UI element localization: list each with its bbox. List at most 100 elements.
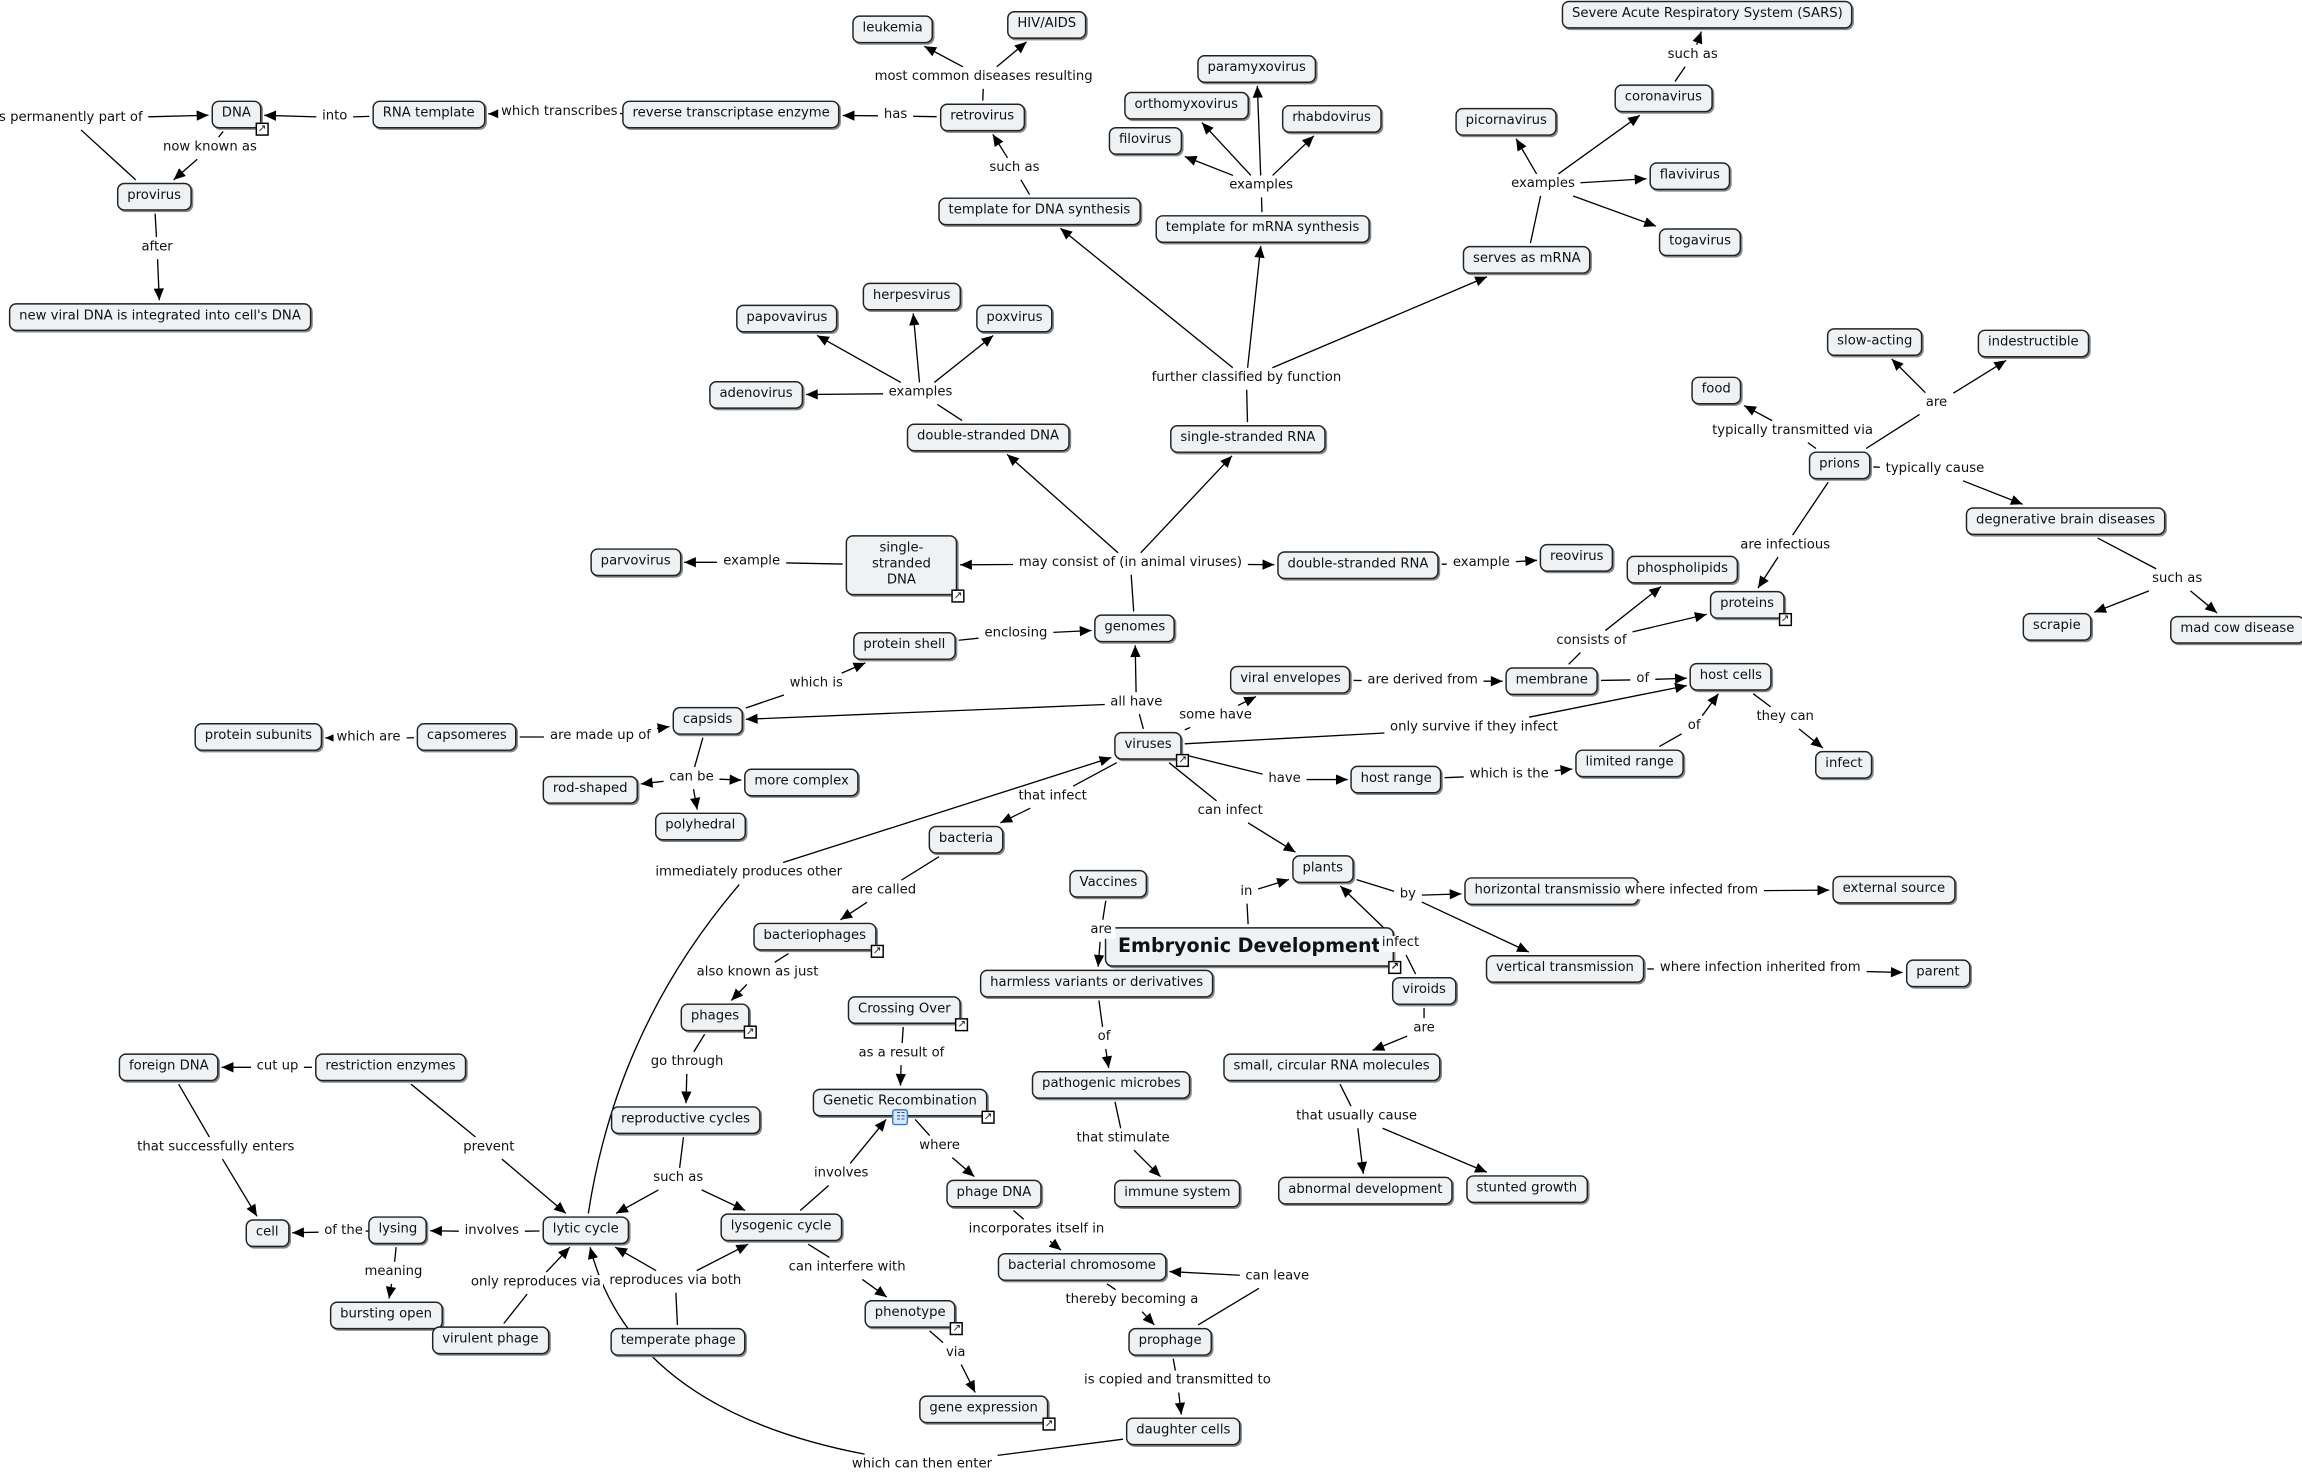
concept-phenotype[interactable]: phenotype↗ [864, 1300, 964, 1336]
concept-virulent[interactable]: virulent phage [431, 1326, 549, 1355]
concept-rhabdo[interactable]: rhabdovirus [1281, 104, 1382, 133]
concept-prophage[interactable]: prophage [1128, 1327, 1212, 1356]
concept-adeno[interactable]: adenovirus [709, 380, 803, 409]
concept-paramyxo[interactable]: paramyxovirus [1197, 55, 1317, 83]
concept-bactchrom[interactable]: bacterial chromosome [997, 1253, 1167, 1281]
resource-link-icon[interactable]: ↗ [955, 1018, 969, 1032]
concept-retrovirus[interactable]: retrovirus [939, 103, 1025, 132]
concept-harmless[interactable]: harmless variants or derivatives [979, 969, 1214, 998]
concept-lysogenic[interactable]: lysogenic cycle [720, 1213, 842, 1242]
concept-bacteriophages[interactable]: bacteriophages↗ [753, 922, 884, 958]
concept-herpes[interactable]: herpesvirus [862, 282, 961, 311]
concept-filovirus[interactable]: filovirus [1108, 126, 1182, 155]
concept-pox[interactable]: poxvirus [976, 304, 1053, 333]
concept-temperate[interactable]: temperate phage [610, 1327, 747, 1356]
concept-rod[interactable]: rod-shaped [542, 775, 638, 804]
concept-genrec[interactable]: Genetic Recombination↗☷ [812, 1088, 995, 1126]
concept-protein-shell[interactable]: protein shell [853, 632, 956, 660]
concept-plants[interactable]: plants [1292, 855, 1354, 884]
concept-lytic[interactable]: lytic cycle [542, 1216, 630, 1245]
concept-cell[interactable]: cell [245, 1219, 289, 1248]
concept-flavi[interactable]: flavivirus [1649, 162, 1731, 191]
concept-parent[interactable]: parent [1905, 959, 1970, 988]
resource-link-icon[interactable]: ↗ [1388, 960, 1402, 975]
concept-embryonic[interactable]: Embryonic Development↗ [1104, 927, 1402, 975]
concept-parvo[interactable]: parvovirus [590, 548, 681, 577]
concept-infect[interactable]: infect [1815, 750, 1873, 779]
concept-genomes[interactable]: genomes [1094, 614, 1176, 643]
concept-scrapie[interactable]: scrapie [2022, 612, 2092, 641]
concept-capsids[interactable]: capsids [672, 706, 743, 735]
concept-toga[interactable]: togavirus [1658, 228, 1742, 257]
concept-restriction[interactable]: restriction enzymes [315, 1053, 466, 1082]
concept-viral-env[interactable]: viral envelopes [1229, 665, 1351, 694]
concept-capsomeres[interactable]: capsomeres [416, 723, 518, 751]
concept-tdna[interactable]: template for DNA synthesis [938, 197, 1141, 226]
concept-dna[interactable]: DNA↗ [211, 100, 269, 136]
concept-protein-sub[interactable]: protein subunits [194, 723, 323, 751]
concept-abnormal[interactable]: abnormal development [1277, 1176, 1453, 1205]
concept-foreign[interactable]: foreign DNA [118, 1053, 219, 1082]
concept-geneexp[interactable]: gene expression↗ [919, 1395, 1056, 1431]
concept-phages[interactable]: phages↗ [680, 1003, 757, 1039]
concept-membrane[interactable]: membrane [1505, 667, 1599, 696]
concept-picorna[interactable]: picornavirus [1455, 107, 1558, 136]
concept-phospholipids[interactable]: phospholipids [1626, 555, 1739, 584]
concept-madcow[interactable]: mad cow disease [2170, 615, 2302, 644]
concept-tmrna[interactable]: template for mRNA synthesis [1155, 215, 1370, 243]
concept-hostrange[interactable]: host range [1350, 765, 1443, 794]
concept-morecomplex[interactable]: more complex [744, 768, 860, 797]
concept-vertical[interactable]: vertical transmission [1485, 954, 1645, 983]
concept-horiz[interactable]: horizontal transmission [1464, 877, 1640, 906]
concept-repcycles[interactable]: reproductive cycles [610, 1106, 761, 1135]
concept-vaccines[interactable]: Vaccines [1069, 869, 1148, 898]
concept-limited[interactable]: limited range [1575, 749, 1684, 778]
concept-leukemia[interactable]: leukemia [852, 15, 933, 44]
concept-rte[interactable]: reverse transcriptase enzyme [622, 100, 841, 129]
resource-link-icon[interactable]: ↗ [870, 944, 884, 958]
concept-ssdna[interactable]: single-stranded DNA↗ [845, 535, 965, 603]
concept-viruses[interactable]: viruses↗ [1114, 731, 1190, 768]
concept-sars[interactable]: Severe Acute Respiratory System (SARS) [1561, 0, 1854, 29]
resource-link-icon[interactable]: ↗ [951, 589, 965, 603]
concept-ssrna[interactable]: single-stranded RNA [1170, 425, 1326, 453]
concept-dsrna[interactable]: double-stranded RNA [1277, 551, 1439, 580]
concept-daughter[interactable]: daughter cells [1125, 1417, 1241, 1446]
resource-link-icon[interactable]: ↗ [1042, 1417, 1056, 1431]
concept-small-rna[interactable]: small, circular RNA molecules [1223, 1053, 1440, 1082]
concept-external[interactable]: external source [1832, 875, 1956, 904]
concept-food[interactable]: food [1691, 376, 1742, 405]
concept-degen[interactable]: degnerative brain diseases [1965, 507, 2166, 536]
concept-provirus[interactable]: provirus [116, 182, 192, 211]
concept-bursting[interactable]: bursting open [329, 1301, 443, 1330]
concept-dsdna[interactable]: double-stranded DNA [906, 423, 1070, 452]
concept-reo[interactable]: reovirus [1539, 543, 1614, 572]
resource-link-icon[interactable]: ↗ [255, 122, 269, 136]
resource-link-icon[interactable]: ↗ [1778, 612, 1792, 627]
concept-proteins[interactable]: proteins↗ [1709, 590, 1792, 627]
concept-lysing[interactable]: lysing [368, 1216, 428, 1245]
concept-hivaids[interactable]: HIV/AIDS [1007, 11, 1087, 39]
resource-link-icon[interactable]: ↗ [1176, 753, 1190, 768]
resource-link-icon[interactable]: ↗ [950, 1322, 964, 1336]
concept-slow[interactable]: slow-acting [1826, 328, 1923, 357]
concept-pathogenic[interactable]: pathogenic microbes [1031, 1070, 1191, 1099]
concept-orthomyxo[interactable]: orthomyxovirus [1124, 91, 1249, 120]
concept-phagedna[interactable]: phage DNA [946, 1179, 1042, 1208]
concept-crossing[interactable]: Crossing Over↗ [847, 996, 969, 1032]
concept-rna-template[interactable]: RNA template [372, 100, 485, 129]
concept-immune[interactable]: immune system [1114, 1179, 1241, 1208]
submap-icon[interactable]: ☷ [892, 1109, 909, 1126]
concept-smrna[interactable]: serves as mRNA [1462, 245, 1591, 274]
concept-indes[interactable]: indestructible [1977, 329, 2089, 358]
concept-hostcells[interactable]: host cells [1689, 662, 1773, 691]
concept-newviral[interactable]: new viral DNA is integrated into cell's … [8, 303, 312, 332]
resource-link-icon[interactable]: ↗ [743, 1025, 757, 1039]
concept-corona[interactable]: coronavirus [1614, 84, 1713, 113]
concept-bacteria[interactable]: bacteria [928, 825, 1004, 854]
concept-polyhedral[interactable]: polyhedral [654, 812, 746, 841]
concept-prions[interactable]: prions [1808, 451, 1871, 480]
concept-papova[interactable]: papovavirus [736, 304, 838, 333]
concept-stunted[interactable]: stunted growth [1466, 1175, 1588, 1204]
concept-viroids[interactable]: viroids [1391, 977, 1457, 1005]
